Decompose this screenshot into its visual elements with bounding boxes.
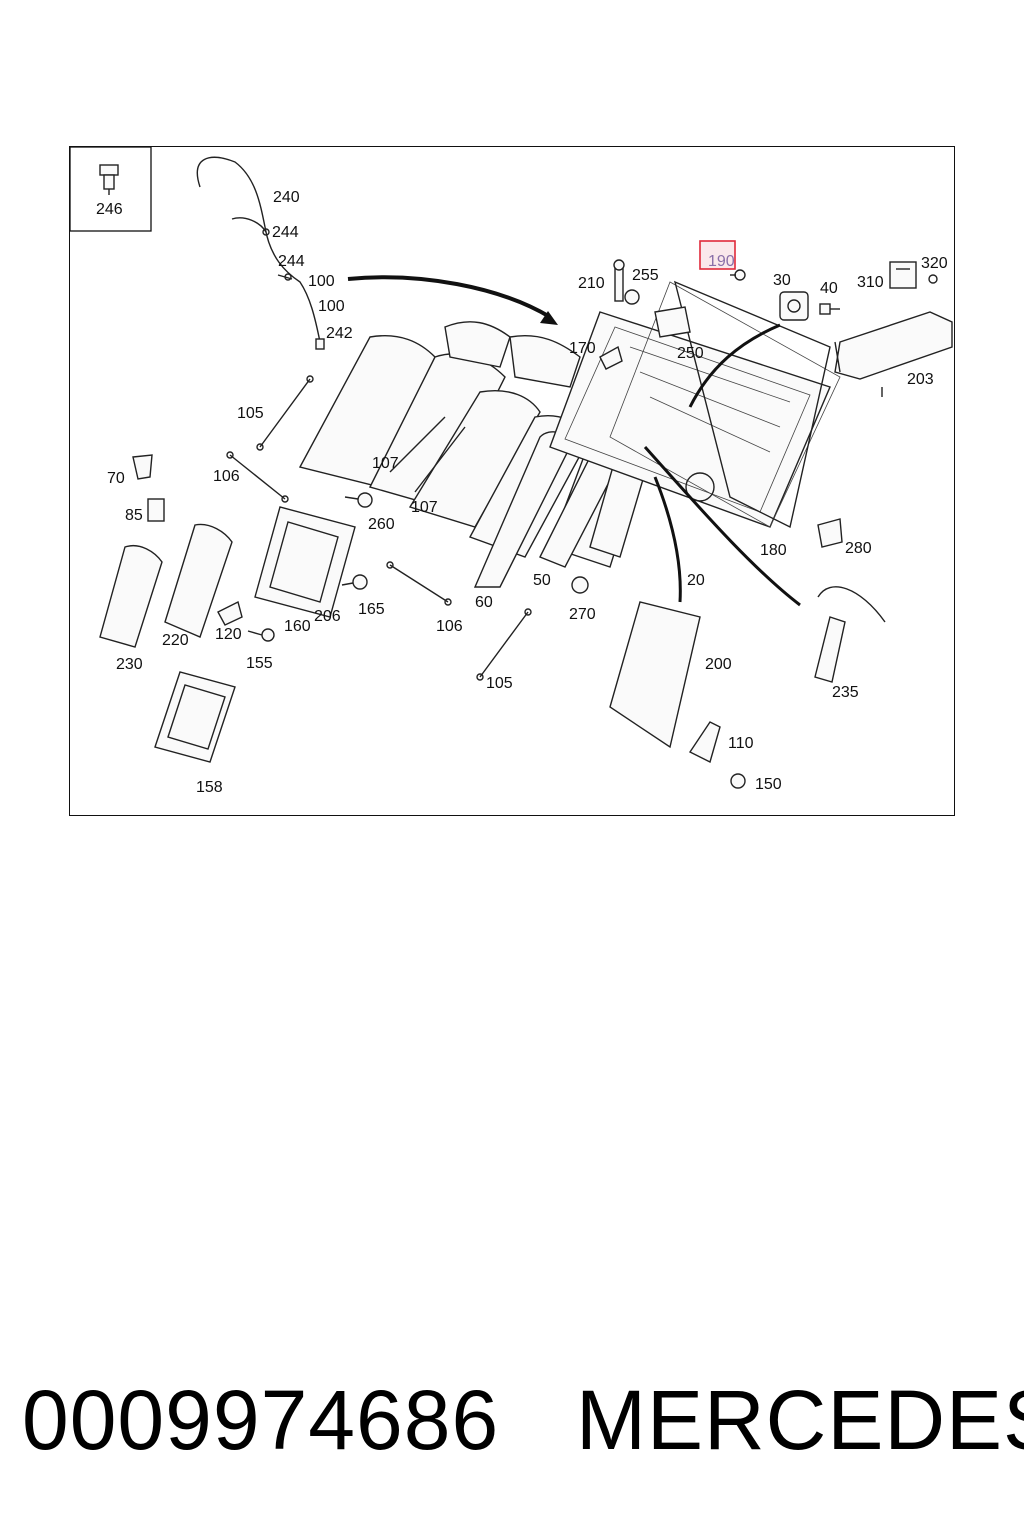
callout-240: 240 — [273, 189, 300, 206]
callout-110: 110 — [728, 735, 754, 752]
callout-107: 107 — [372, 455, 399, 472]
callout-244: 244 — [278, 253, 305, 270]
callout-210: 210 — [578, 275, 605, 292]
part-155-icon — [247, 628, 275, 642]
callout-230: 230 — [116, 656, 143, 673]
callout-106: 106 — [213, 468, 240, 485]
part-number: 0009974686 — [22, 1373, 500, 1467]
wire-harness-icon — [196, 156, 321, 343]
part-206-icon — [254, 506, 356, 618]
part-120-icon — [217, 600, 243, 626]
arrow-icon — [688, 323, 781, 408]
callout-70: 70 — [107, 470, 125, 487]
callout-246: 246 — [96, 201, 123, 218]
part-70-icon — [132, 454, 153, 480]
inset-box — [70, 147, 152, 232]
callout-50: 50 — [533, 572, 551, 589]
part-230-icon — [99, 545, 163, 648]
exploded-view: 246 240 244 244 100 100 242 210 255 190 … — [70, 147, 953, 796]
callout-242: 242 — [326, 325, 353, 342]
part-158-icon — [154, 671, 236, 763]
part-105-icon — [259, 378, 311, 448]
part-310-icon — [889, 261, 917, 289]
part-220-icon — [164, 523, 233, 638]
callout-200: 200 — [705, 656, 732, 673]
part-270-icon — [571, 576, 589, 594]
part-260-icon — [344, 492, 373, 508]
part-85-icon — [147, 498, 165, 522]
part-190-icon — [730, 269, 746, 281]
callout-107: 107 — [411, 499, 438, 516]
callout-100: 100 — [308, 273, 335, 290]
callout-105: 105 — [237, 405, 264, 422]
callout-206: 206 — [314, 608, 341, 625]
brand-name: MERCEDES — [576, 1373, 1024, 1467]
part-255-icon — [624, 289, 640, 305]
part-150-icon — [730, 773, 746, 789]
callout-106: 106 — [436, 618, 463, 635]
callout-158: 158 — [196, 779, 223, 796]
callout-260: 260 — [368, 516, 395, 533]
callout-165: 165 — [358, 601, 385, 618]
highlight-box — [699, 240, 736, 270]
callout-180: 180 — [760, 542, 787, 559]
callout-310: 310 — [857, 274, 884, 291]
part-110-icon — [688, 721, 721, 764]
part-250-icon — [654, 306, 691, 338]
part-200-icon — [609, 601, 701, 749]
part-30-icon — [779, 291, 809, 321]
callout-120: 120 — [215, 626, 242, 643]
part-203-icon — [834, 311, 953, 397]
callout-320: 320 — [921, 255, 948, 272]
part-280-icon — [817, 518, 843, 548]
arrow-icon — [643, 445, 801, 607]
callout-250: 250 — [677, 345, 704, 362]
arrow-icon — [653, 476, 682, 603]
callout-20: 20 — [687, 572, 705, 589]
callout-244: 244 — [272, 224, 299, 241]
callout-155: 155 — [246, 655, 273, 672]
part-246-icon — [99, 164, 119, 195]
callout-100: 100 — [318, 298, 345, 315]
part-235-icon — [814, 586, 886, 683]
part-165-icon — [341, 574, 368, 590]
callout-235: 235 — [832, 684, 859, 701]
callout-280: 280 — [845, 540, 872, 557]
part-170-icon — [599, 345, 623, 370]
callout-220: 220 — [162, 632, 189, 649]
callout-255: 255 — [632, 267, 659, 284]
callout-85: 85 — [125, 507, 143, 524]
callout-270: 270 — [569, 606, 596, 623]
callout-40: 40 — [820, 280, 838, 297]
part-40-icon — [819, 303, 840, 315]
arrow-icon — [347, 275, 552, 319]
part-210-icon — [613, 259, 625, 302]
callout-150: 150 — [755, 776, 782, 793]
callout-190: 190 — [708, 253, 735, 270]
callout-60: 60 — [475, 594, 493, 611]
callout-30: 30 — [773, 272, 791, 289]
part-106-icon — [229, 454, 286, 500]
parts-diagram: 246 240 244 244 100 100 242 210 255 190 … — [69, 146, 955, 816]
callout-203: 203 — [907, 371, 934, 388]
part-320-icon — [928, 274, 938, 284]
callout-160: 160 — [284, 618, 311, 635]
callout-170: 170 — [569, 340, 596, 357]
footer: 0009974686 MERCEDES — [0, 1370, 1024, 1470]
callout-105: 105 — [486, 675, 513, 692]
